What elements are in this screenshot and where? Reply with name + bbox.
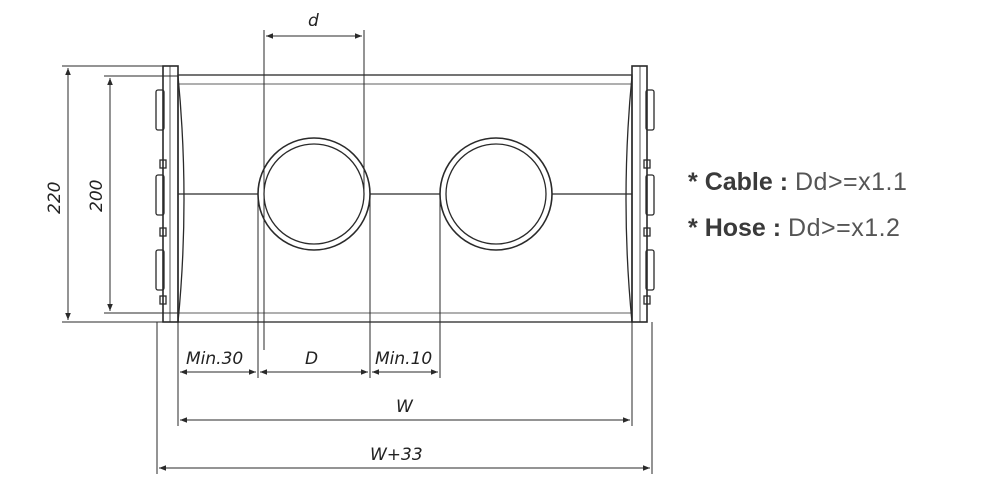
opening-left [257,137,371,251]
label-min30: Min.30 [186,349,243,369]
extension-lines [156,194,653,474]
note-cable-label: Cable : [704,168,789,196]
dim-d [263,30,365,350]
label-d: d [308,11,319,31]
note-cable-star: * [688,168,698,196]
note-cable-value: Dd>=x1.1 [795,168,908,196]
label-W33: W+33 [370,445,423,465]
frame-body [177,74,633,323]
opening-right [439,137,553,251]
label-D: D [305,349,318,369]
label-220: 220 [45,182,65,214]
note-hose-star: * [688,214,698,242]
label-200: 200 [87,180,107,212]
note-hose-value: Dd>=x1.2 [788,214,901,242]
label-min10: Min.10 [375,349,432,369]
dim-220 [62,65,163,323]
note-cable: * Cable : Dd>=x1.1 [688,168,907,197]
dim-200 [104,75,178,314]
note-hose: * Hose : Dd>=x1.2 [688,214,900,243]
left-flange [155,65,185,323]
label-W: W [396,397,414,417]
right-flange [625,65,655,323]
note-hose-label: Hose : [704,214,782,242]
